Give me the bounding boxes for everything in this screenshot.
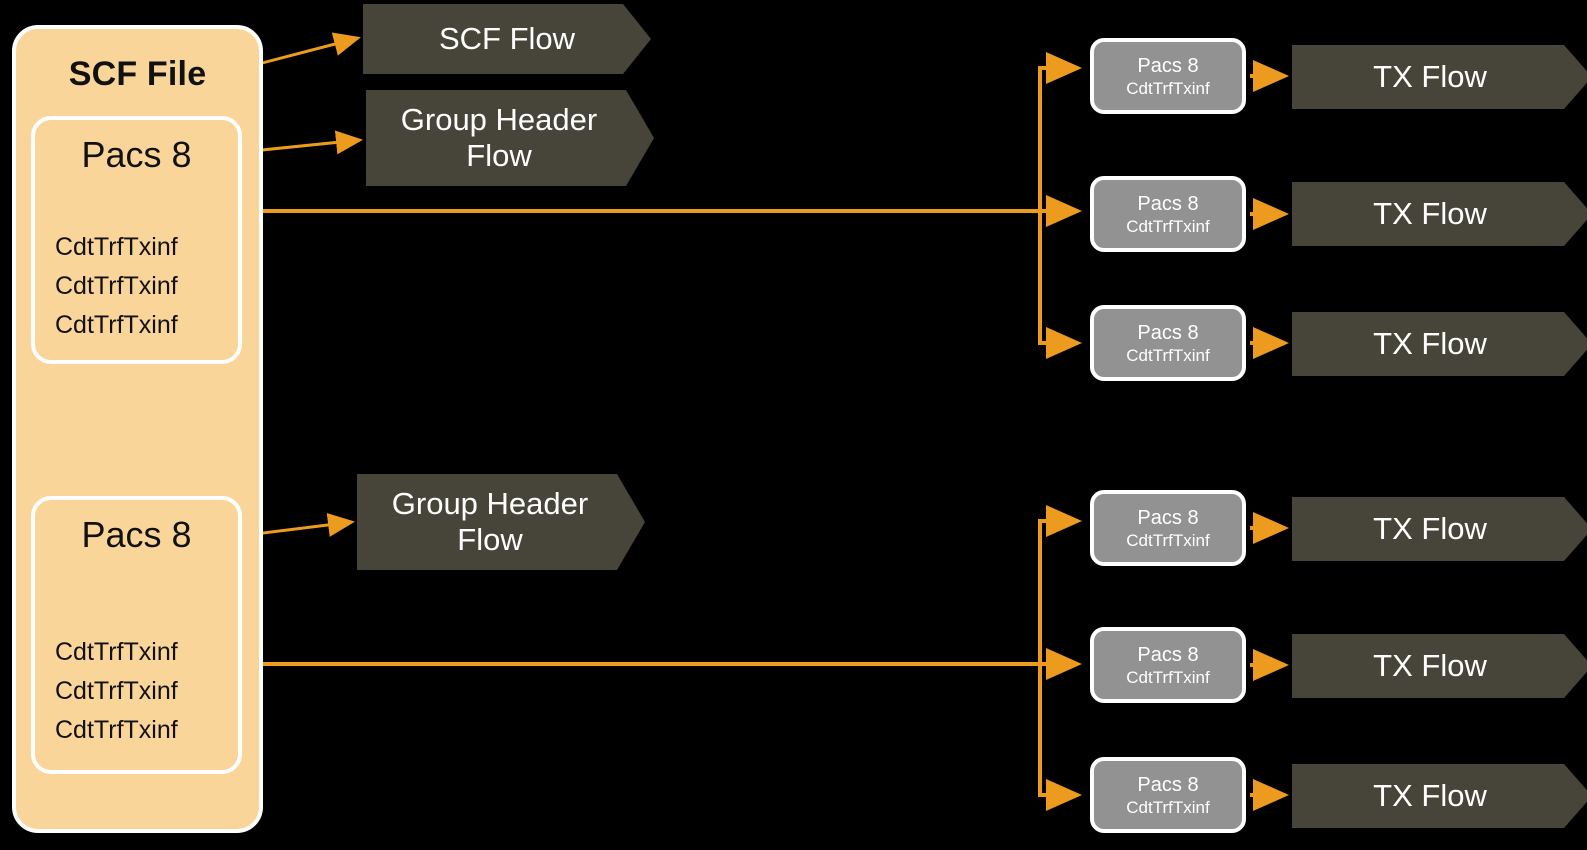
pacs-group-card-1[interactable]: Pacs 8 CdtTrfTxinf CdtTrfTxinf CdtTrfTxi…	[31, 116, 242, 364]
tx-flow-label: TX Flow	[1373, 511, 1487, 547]
pacs-node-title: Pacs 8	[1137, 643, 1199, 666]
pacs-group-title-2: Pacs 8	[81, 514, 192, 555]
tx-flow-label: TX Flow	[1373, 778, 1487, 814]
transaction-item: CdtTrfTxinf	[55, 716, 178, 744]
flow-group-header-bottom[interactable]: Group Header Flow	[357, 474, 645, 570]
transaction-item: CdtTrfTxinf	[55, 677, 178, 705]
connector-node-to-tx-flow-group	[1250, 60, 1289, 811]
pacs-node-1[interactable]: Pacs 8 CdtTrfTxinf	[1090, 38, 1246, 114]
pacs-node-5[interactable]: Pacs 8 CdtTrfTxinf	[1090, 627, 1246, 703]
pacs-group-title-1: Pacs 8	[81, 134, 192, 175]
scf-file-card[interactable]: SCF File Pacs 8 CdtTrfTxinf CdtTrfTxinf …	[12, 25, 263, 833]
flow-group-header-bottom-label: Group Header Flow	[392, 486, 588, 558]
tx-flow-5[interactable]: TX Flow	[1292, 634, 1587, 698]
pacs-node-title: Pacs 8	[1137, 773, 1199, 796]
flow-line-1: Group Header	[391, 486, 589, 522]
pacs-node-title: Pacs 8	[1137, 54, 1199, 77]
pacs-node-subtitle: CdtTrfTxinf	[1126, 530, 1210, 550]
tx-flow-2[interactable]: TX Flow	[1292, 182, 1587, 246]
flow-line-2: Flow	[457, 522, 523, 557]
tx-flow-6[interactable]: TX Flow	[1292, 764, 1587, 828]
pacs-node-title: Pacs 8	[1137, 506, 1199, 529]
tx-flow-4[interactable]: TX Flow	[1292, 497, 1587, 561]
pacs-node-subtitle: CdtTrfTxinf	[1126, 345, 1210, 365]
connector-pacs-top-fanout	[237, 52, 1082, 359]
flow-line-1: Group Header	[400, 102, 598, 138]
tx-flow-label: TX Flow	[1373, 648, 1487, 684]
flow-scf-label: SCF Flow	[438, 21, 576, 57]
pacs-node-subtitle: CdtTrfTxinf	[1126, 667, 1210, 687]
tx-flow-label: TX Flow	[1373, 326, 1487, 362]
transaction-item: CdtTrfTxinf	[55, 272, 178, 300]
transaction-item: CdtTrfTxinf	[55, 233, 178, 261]
flow-group-header-top-label: Group Header Flow	[401, 102, 597, 174]
transaction-item: CdtTrfTxinf	[55, 638, 178, 666]
pacs-node-2[interactable]: Pacs 8 CdtTrfTxinf	[1090, 176, 1246, 252]
transaction-item: CdtTrfTxinf	[55, 311, 178, 339]
flow-line-2: Flow	[466, 138, 532, 173]
pacs-group-card-2[interactable]: Pacs 8 CdtTrfTxinf CdtTrfTxinf CdtTrfTxi…	[31, 496, 242, 774]
tx-flow-1[interactable]: TX Flow	[1292, 45, 1587, 109]
pacs-node-3[interactable]: Pacs 8 CdtTrfTxinf	[1090, 305, 1246, 381]
pacs-group-transactions-1: CdtTrfTxinf CdtTrfTxinf CdtTrfTxinf	[55, 228, 178, 345]
flow-scf[interactable]: SCF Flow	[363, 4, 651, 74]
pacs-node-4[interactable]: Pacs 8 CdtTrfTxinf	[1090, 490, 1246, 566]
pacs-node-title: Pacs 8	[1137, 192, 1199, 215]
pacs-node-subtitle: CdtTrfTxinf	[1126, 797, 1210, 817]
flow-group-header-top[interactable]: Group Header Flow	[366, 90, 654, 186]
pacs-node-subtitle: CdtTrfTxinf	[1126, 78, 1210, 98]
pacs-node-6[interactable]: Pacs 8 CdtTrfTxinf	[1090, 757, 1246, 833]
pacs-node-title: Pacs 8	[1137, 321, 1199, 344]
tx-flow-3[interactable]: TX Flow	[1292, 312, 1587, 376]
tx-flow-label: TX Flow	[1373, 59, 1487, 95]
pacs-node-subtitle: CdtTrfTxinf	[1126, 216, 1210, 236]
scf-file-title: SCF File	[68, 55, 207, 93]
tx-flow-label: TX Flow	[1373, 196, 1487, 232]
pacs-group-transactions-2: CdtTrfTxinf CdtTrfTxinf CdtTrfTxinf	[55, 633, 178, 750]
